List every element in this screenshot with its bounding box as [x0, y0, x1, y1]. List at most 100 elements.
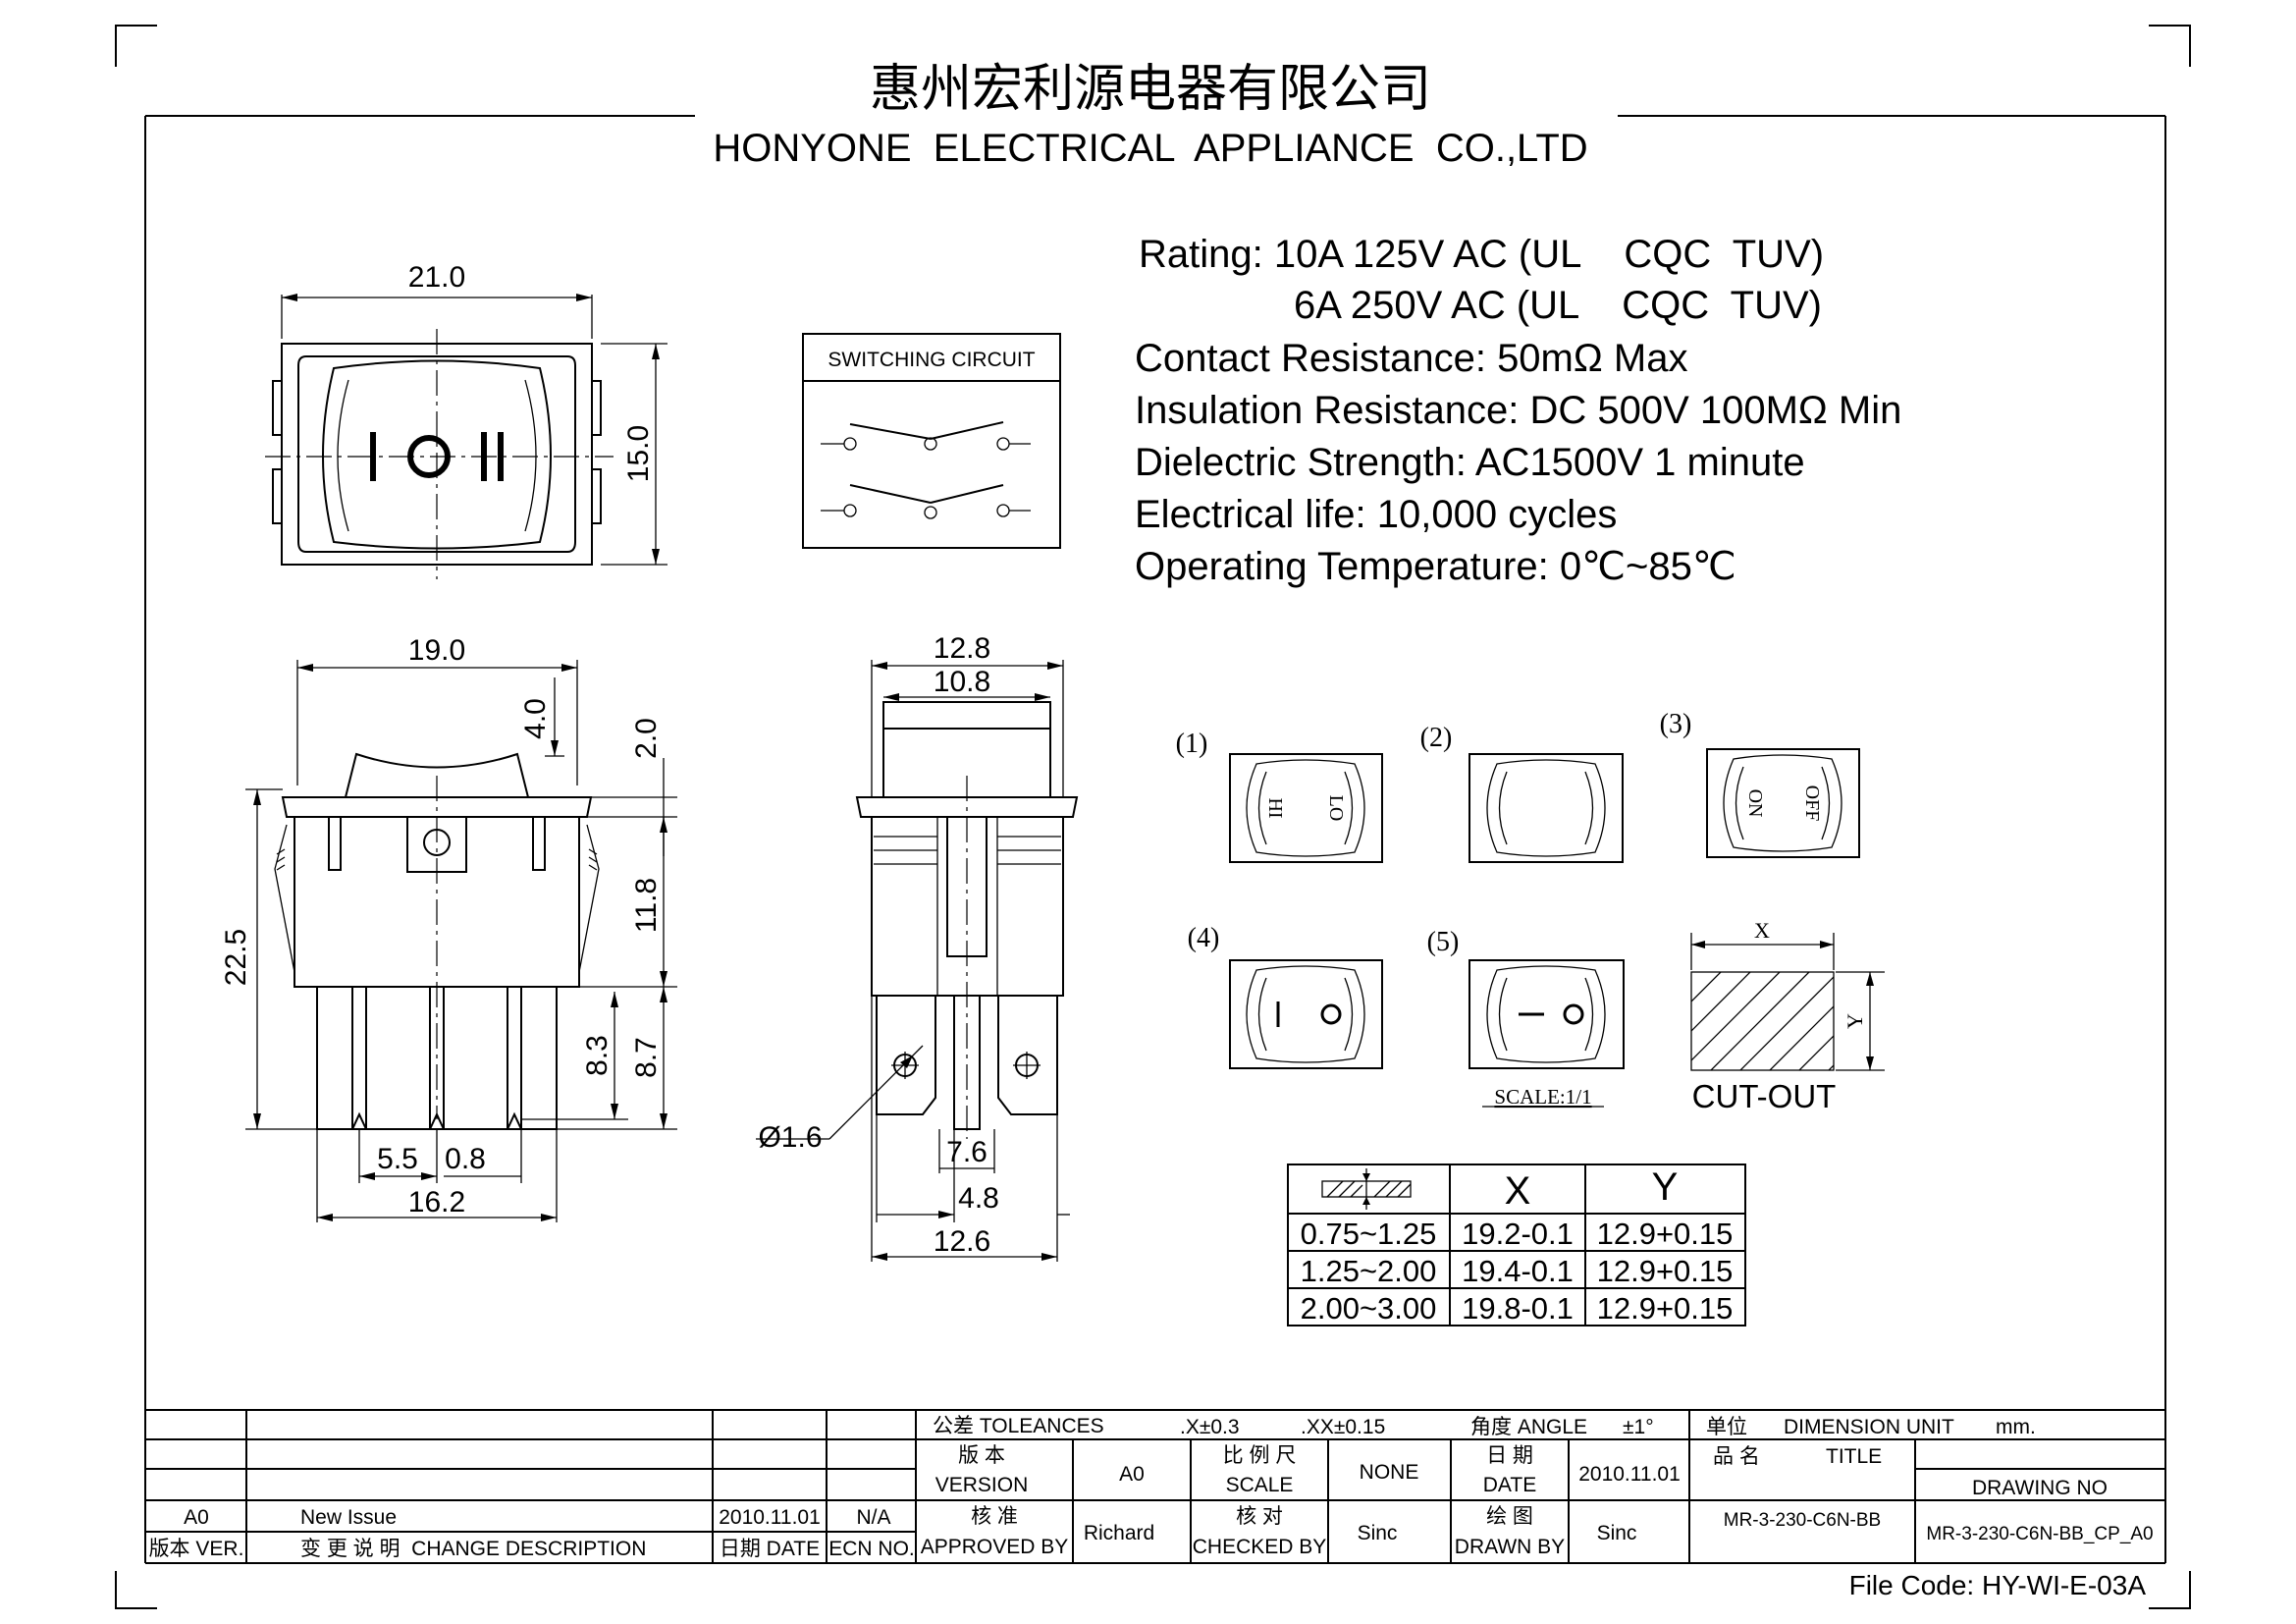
tb-drawn-val: Sinc — [1597, 1522, 1637, 1544]
tb-rev-ecn: N/A — [856, 1506, 890, 1529]
dim-total-height: 22.5 — [220, 929, 252, 986]
side-ribs — [874, 836, 1061, 865]
tb-approved-val: Richard — [1084, 1522, 1154, 1544]
dim-side-outer: 12.8 — [934, 632, 990, 665]
tb-hdr-desc: 变 更 说 明 CHANGE DESCRIPTION — [300, 1538, 646, 1560]
side-view: 12.8 10.8 Ø1.6 — [756, 632, 1079, 1262]
switching-circuit: SWITCHING CIRCUIT — [802, 333, 1061, 549]
dim-side-inner: 10.8 — [934, 666, 990, 698]
variant-3: (3) ON OFF — [1660, 709, 1860, 858]
cutout-row-1-y: 12.9+0.15 — [1597, 1217, 1734, 1251]
top-view: 21.0 15.0 — [265, 261, 667, 579]
variant-4: (4) — [1188, 923, 1383, 1069]
tb-part-no: MR-3-230-C6N-BB — [1724, 1510, 1881, 1531]
dim-pin-pitch: 5.5 — [377, 1143, 418, 1175]
tb-drawn-cn: 绘 图 — [1486, 1505, 1533, 1528]
tb-approved-en: APPROVED BY — [921, 1536, 1069, 1558]
tb-version-en: VERSION — [935, 1474, 1029, 1496]
tb-date-val: 2010.11.01 — [1578, 1463, 1681, 1486]
tb-angle-val: ±1° — [1623, 1416, 1654, 1438]
dim-flange: 2.0 — [630, 718, 663, 759]
tb-approved-cn: 核 准 — [971, 1505, 1018, 1528]
tb-unit-val: mm. — [1996, 1416, 2036, 1438]
spec-operating-temperature: Operating Temperature: 0℃~85℃ — [1135, 545, 1736, 588]
dim-front-width: 19.0 — [408, 634, 465, 667]
title-block: 公差 TOLEANCES .X±0.3 .XX±0.15 角度 ANGLE ±1… — [145, 1409, 2165, 1564]
variant-4-label: (4) — [1188, 923, 1220, 953]
cutout-row-3-x: 19.8-0.1 — [1462, 1291, 1574, 1326]
variant-1-label: (1) — [1176, 729, 1208, 759]
tb-drawn-en: DRAWN BY — [1455, 1536, 1565, 1558]
tb-title-cn: 品 名 — [1713, 1445, 1760, 1468]
dim-base-width: 16.2 — [408, 1186, 465, 1218]
tb-checked-val: Sinc — [1358, 1522, 1398, 1544]
switching-circuit-label: SWITCHING CIRCUIT — [828, 349, 1035, 371]
cutout-row-3-y: 12.9+0.15 — [1597, 1291, 1734, 1326]
tb-rev-desc: New Issue — [300, 1506, 397, 1529]
tb-hdr-ecn: ECN NO. — [828, 1538, 915, 1560]
tb-tol-xx: .XX±0.15 — [1301, 1416, 1385, 1438]
tb-checked-cn: 核 对 — [1236, 1505, 1283, 1528]
tb-date-en: DATE — [1483, 1474, 1536, 1496]
sheet-frame — [115, 25, 2191, 1609]
cutout-table: X Y 0.75~1.25 19.2-0.1 12.9+0.15 1.25~2.… — [1287, 1164, 1746, 1326]
cutout-row-2-range: 1.25~2.00 — [1301, 1254, 1437, 1288]
scale-note: SCALE:1/1 — [1494, 1085, 1591, 1109]
dim-body-height: 11.8 — [630, 878, 663, 933]
company-name-en: HONYONE ELECTRICAL APPLIANCE CO.,LTD — [713, 127, 1587, 170]
spec-insulation-resistance: Insulation Resistance: DC 500V 100MΩ Min — [1135, 389, 1901, 432]
dim-pin-length-b: 8.7 — [630, 1037, 663, 1078]
file-code: File Code: HY-WI-E-03A — [1849, 1570, 2147, 1600]
variant-3-off: OFF — [1801, 785, 1823, 822]
spec-contact-resistance: Contact Resistance: 50mΩ Max — [1135, 337, 1687, 380]
spec-rating: Rating: 10A 125V AC (UL CQC TUV) — [1139, 233, 1824, 276]
front-view: 19.0 22.5 4.0 2.0 1 — [220, 634, 677, 1222]
tb-drawing-no: MR-3-230-C6N-BB_CP_A0 — [1926, 1524, 2153, 1544]
tb-scale-val: NONE — [1360, 1461, 1419, 1484]
tb-unit-label: 单位 — [1706, 1416, 1747, 1438]
dim-pin-width: 4.8 — [958, 1182, 999, 1215]
tb-scale-en: SCALE — [1226, 1474, 1294, 1496]
tb-checked-en: CHECKED BY — [1193, 1536, 1327, 1558]
tb-rev-date: 2010.11.01 — [719, 1506, 821, 1529]
spec-list: Rating: 10A 125V AC (UL CQC TUV) 6A 250V… — [1135, 233, 1901, 588]
variant-2: (2) — [1420, 723, 1624, 863]
tb-drawing-no-label: DRAWING NO — [1972, 1477, 2108, 1499]
tb-rev-ver: A0 — [184, 1506, 209, 1529]
dim-top-height: 15.0 — [622, 425, 655, 482]
cutout-title: CUT-OUT — [1692, 1078, 1837, 1114]
dim-hole-diameter: Ø1.6 — [758, 1121, 822, 1154]
spec-electrical-life: Electrical life: 10,000 cycles — [1135, 493, 1617, 536]
dim-rocker-height: 4.0 — [519, 698, 552, 739]
cutout-col-y: Y — [1652, 1165, 1679, 1209]
tb-angle-label: 角度 ANGLE — [1470, 1416, 1587, 1438]
cutout-col-x: X — [1505, 1169, 1531, 1213]
tb-unit-en: DIMENSION UNIT — [1784, 1416, 1954, 1438]
cutout-row-1-x: 19.2-0.1 — [1462, 1217, 1574, 1251]
tb-hdr-ver: 版本 VER. — [149, 1538, 244, 1560]
cutout-x-label: X — [1754, 918, 1770, 943]
cutout-row-2-y: 12.9+0.15 — [1597, 1254, 1734, 1288]
dim-pin-thick: 0.8 — [445, 1143, 486, 1175]
spec-rating-2: 6A 250V AC (UL CQC TUV) — [1294, 284, 1822, 327]
company-name-cn: 惠州宏利源电器有限公司 — [870, 61, 1431, 118]
panel-thickness-icon — [1321, 1168, 1412, 1210]
variant-3-label: (3) — [1660, 709, 1692, 739]
cutout-row-3-range: 2.00~3.00 — [1301, 1291, 1437, 1326]
cutout-y-label: Y — [1842, 1013, 1867, 1029]
tb-date-cn: 日 期 — [1486, 1444, 1533, 1467]
dim-side-base: 12.6 — [934, 1225, 990, 1258]
cutout-row-2-x: 19.4-0.1 — [1462, 1254, 1574, 1288]
tb-tol-label: 公差 TOLEANCES — [933, 1415, 1104, 1437]
variant-1-lo: LO — [1325, 795, 1347, 822]
variant-5: (5) SCALE:1/1 — [1427, 927, 1625, 1109]
dim-pin-length-a: 8.3 — [581, 1035, 614, 1076]
variant-3-on: ON — [1744, 789, 1766, 818]
dim-pin-span: 7.6 — [946, 1136, 988, 1168]
tb-hdr-date: 日期 DATE — [720, 1538, 820, 1560]
variant-1: (1) HI LO — [1176, 729, 1383, 863]
tb-scale-cn: 比 例 尺 — [1223, 1444, 1297, 1467]
spec-dielectric-strength: Dielectric Strength: AC1500V 1 minute — [1135, 441, 1805, 484]
tb-version-val: A0 — [1119, 1463, 1145, 1486]
